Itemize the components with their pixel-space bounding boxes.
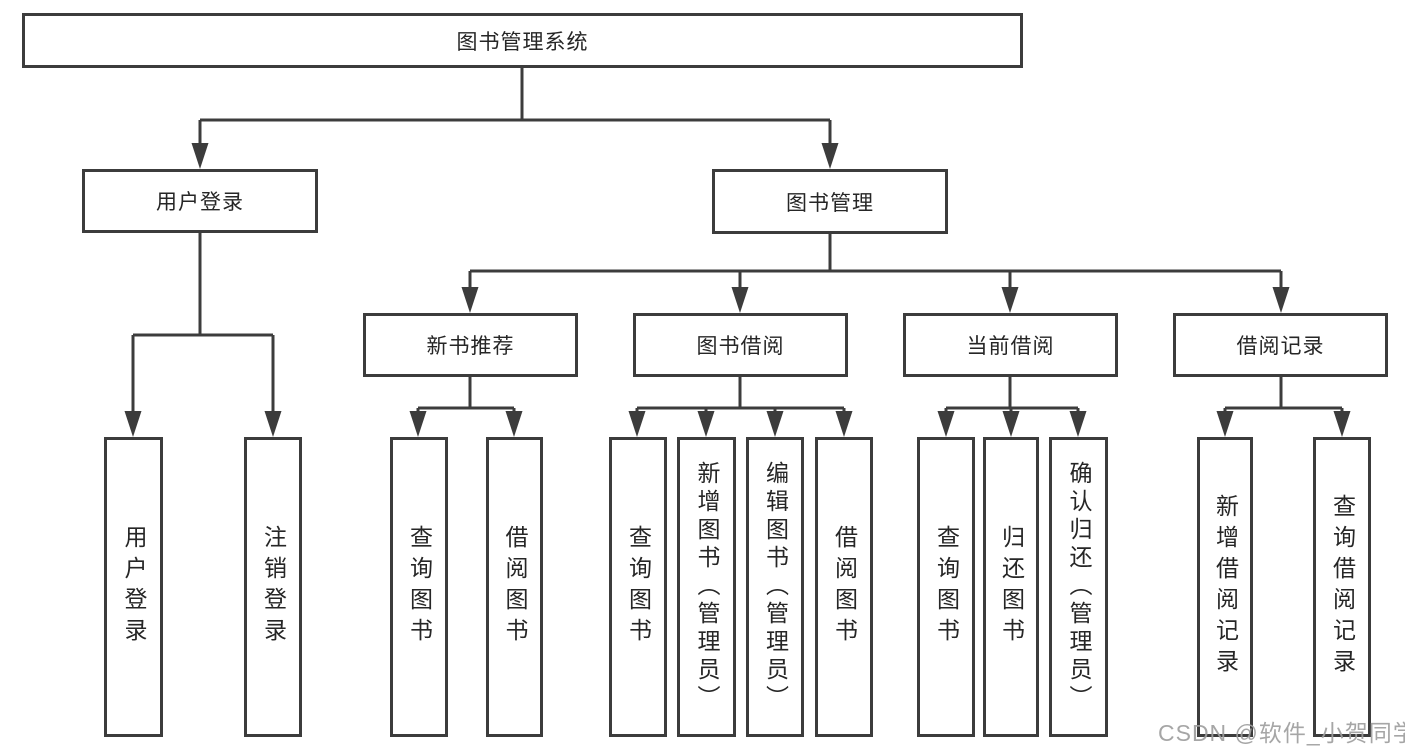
leaf-borrow-books-recommend: 借阅图书 [486,437,543,737]
node-root-label: 图书管理系统 [456,30,589,54]
leaf-logout: 注销登录 [244,437,302,737]
leaf-return-books: 归还图书 [983,437,1039,737]
leaf-borrow-books-recommend-label: 借阅图书 [502,525,528,649]
leaf-query-books-current-label: 查询图书 [933,525,960,649]
leaf-query-books-recommend-label: 查询图书 [406,525,433,649]
node-new-book-recommend: 新书推荐 [363,313,578,377]
leaf-query-borrow-record-label: 查询借阅记录 [1329,494,1356,680]
leaf-query-books-borrow: 查询图书 [609,437,667,737]
leaf-user-login-label: 用户登录 [121,525,147,649]
node-book-management: 图书管理 [712,169,948,234]
node-new-book-recommend-label: 新书推荐 [426,335,515,358]
node-book-management-label: 图书管理 [786,191,874,215]
leaf-logout-label: 注销登录 [260,525,287,649]
leaf-edit-books-admin: 编辑图书（管理员） [746,437,804,737]
arrowheads [124,143,1351,437]
leaf-user-login: 用户登录 [104,437,163,737]
node-user-login: 用户登录 [82,169,318,233]
leaf-confirm-return-admin-label: 确认归还（管理员） [1066,461,1092,713]
leaf-add-borrow-record-label: 新增借阅记录 [1212,494,1239,680]
node-current-borrowing: 当前借阅 [903,313,1118,377]
node-borrowing-records-label: 借阅记录 [1236,335,1325,358]
leaf-add-books-admin: 新增图书（管理员） [677,437,736,737]
leaf-edit-books-admin-label: 编辑图书（管理员） [762,461,789,713]
leaf-query-borrow-record: 查询借阅记录 [1313,437,1371,737]
node-current-borrowing-label: 当前借阅 [966,335,1055,358]
connector-paths [131,68,1344,415]
node-book-borrowing: 图书借阅 [633,313,848,377]
leaf-query-books-borrow-label: 查询图书 [625,525,652,649]
leaf-borrow-books-borrow-label: 借阅图书 [831,525,858,649]
leaf-query-books-current: 查询图书 [917,437,975,737]
node-book-borrowing-label: 图书借阅 [696,335,785,358]
leaf-add-books-admin-label: 新增图书（管理员） [694,461,720,713]
leaf-query-books-recommend: 查询图书 [390,437,448,737]
node-borrowing-records: 借阅记录 [1173,313,1388,377]
node-root: 图书管理系统 [22,13,1023,68]
node-user-login-label: 用户登录 [156,191,244,214]
leaf-confirm-return-admin: 确认归还（管理员） [1049,437,1108,737]
csdn-watermark: CSDN @软件_小贺同学 [1158,720,1405,746]
leaf-return-books-label: 归还图书 [998,525,1025,649]
leaf-borrow-books-borrow: 借阅图书 [815,437,873,737]
leaf-add-borrow-record: 新增借阅记录 [1197,437,1253,737]
